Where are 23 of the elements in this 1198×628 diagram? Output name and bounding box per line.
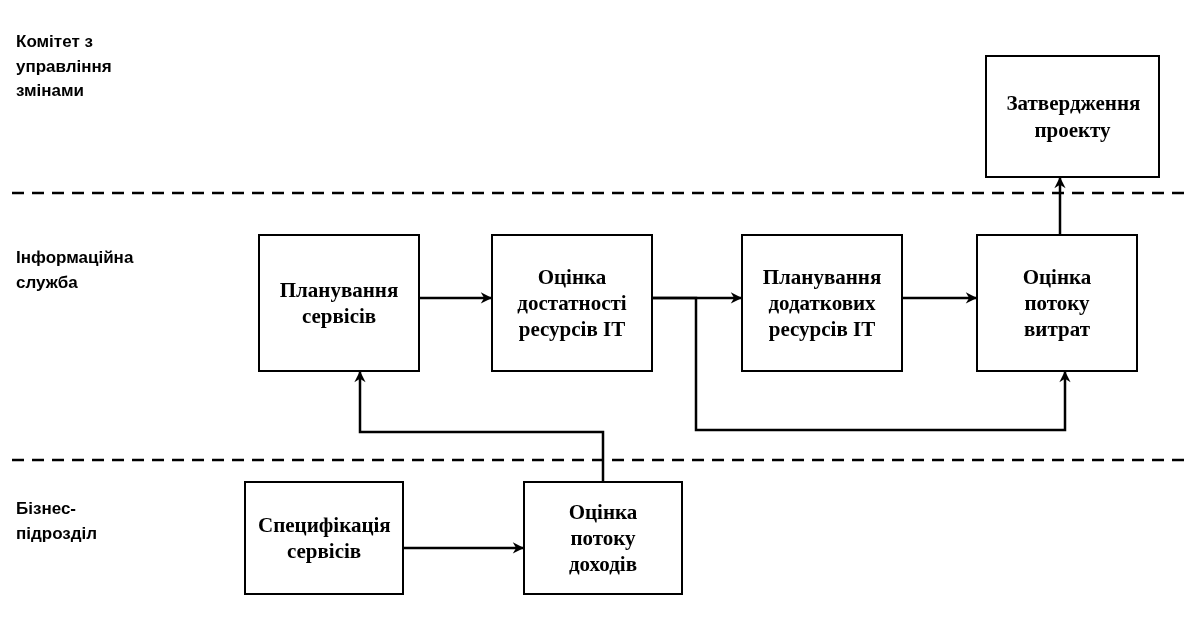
arrow [903,292,977,304]
box-label: Оцінка достатності ресурсів IT [516,263,628,343]
arrow [354,371,605,481]
arrow [404,542,524,554]
process-box [976,234,1138,372]
box-label: Специфікація сервісів [258,511,390,565]
process-box [258,234,420,372]
lane-label: Інформаційна служба [16,247,135,294]
arrow [420,292,492,304]
box-label: Планування додаткових ресурсів IT [761,263,883,343]
lane-label: Бізнес-підрозділ [16,498,99,545]
process-box [523,481,683,595]
box-label: Оцінка потоку витрат [1021,263,1093,343]
process-box [741,234,903,372]
process-box [244,481,404,595]
arrow [1054,177,1066,234]
process-box [491,234,653,372]
lane-label: Комітет з управління змінами [16,31,113,103]
arrow [653,296,1071,432]
process-box [985,55,1160,178]
box-label: Затвердження проекту [1006,90,1139,143]
box-label: Планування сервісів [278,276,400,330]
box-label: Оцінка потоку доходів [567,498,639,578]
